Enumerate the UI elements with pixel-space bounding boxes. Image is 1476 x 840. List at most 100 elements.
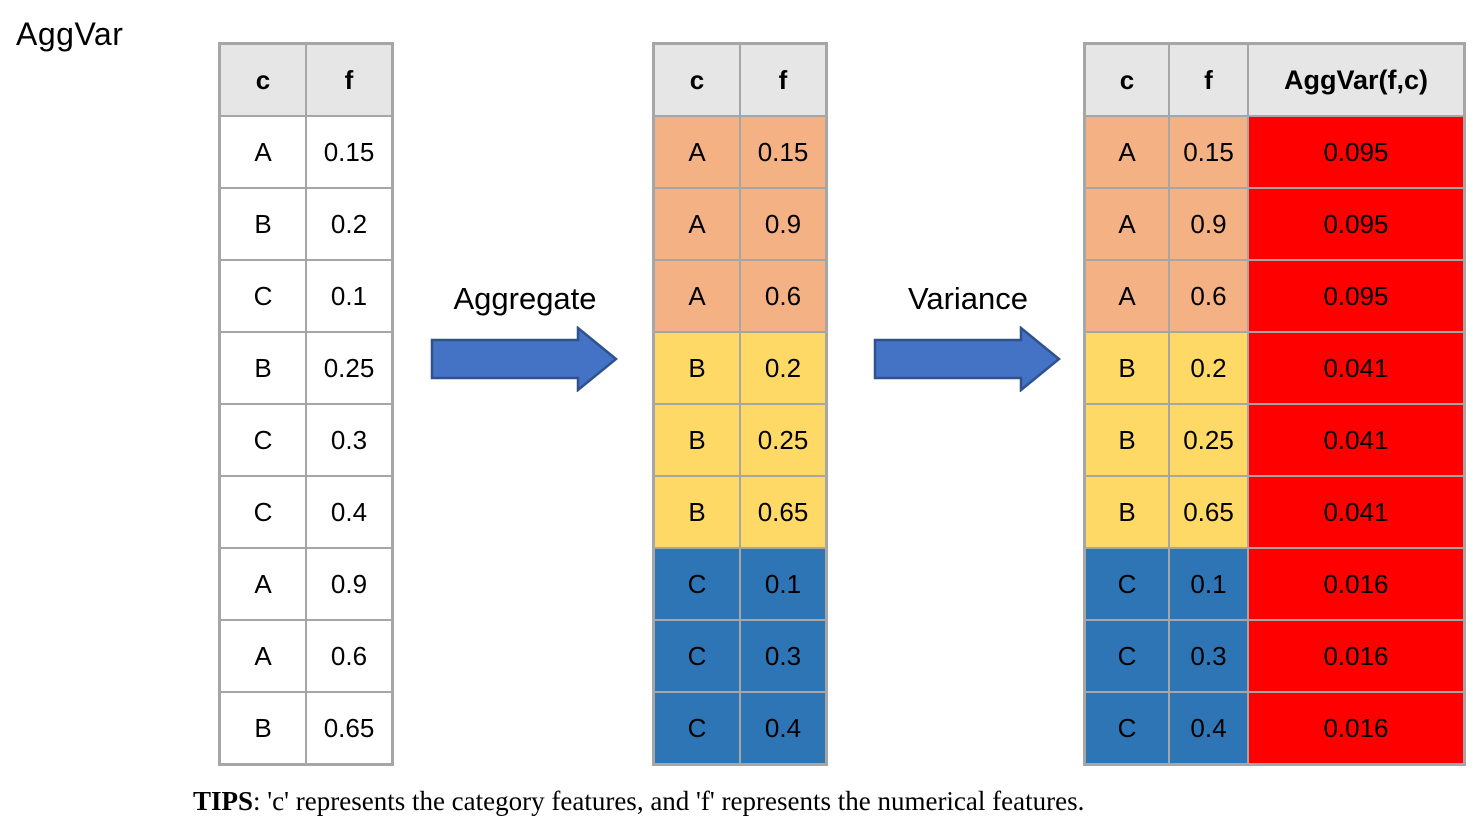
table-cell: 0.2 <box>740 332 826 404</box>
table-cell: 0.041 <box>1248 332 1464 404</box>
table-cell: C <box>1085 692 1169 764</box>
right-arrow-icon <box>430 326 618 392</box>
table-cell: B <box>1085 332 1169 404</box>
table-cell: 0.1 <box>740 548 826 620</box>
table-cell: 0.016 <box>1248 692 1464 764</box>
table-cell: 0.1 <box>1169 548 1248 620</box>
table-cell: A <box>220 548 306 620</box>
table-cell: C <box>220 404 306 476</box>
aggregate-step: Aggregate <box>430 281 620 392</box>
table-cell: B <box>220 692 306 764</box>
table-cell: 0.095 <box>1248 188 1464 260</box>
tips-text: : 'c' represents the category features, … <box>253 786 1085 816</box>
column-header: f <box>306 44 392 116</box>
right-arrow-icon <box>873 326 1061 392</box>
table-cell: B <box>220 332 306 404</box>
table-cell: 0.041 <box>1248 476 1464 548</box>
table-cell: B <box>654 404 740 476</box>
table-cell: A <box>654 188 740 260</box>
table-cell: B <box>654 332 740 404</box>
aggregate-label: Aggregate <box>453 281 597 316</box>
table-cell: 0.4 <box>306 476 392 548</box>
table-cell: 0.9 <box>740 188 826 260</box>
table-cell: C <box>654 620 740 692</box>
table-cell: 0.25 <box>1169 404 1248 476</box>
table-cell: 0.4 <box>1169 692 1248 764</box>
table-cell: A <box>220 620 306 692</box>
table-cell: C <box>1085 620 1169 692</box>
table-cell: 0.65 <box>1169 476 1248 548</box>
table-cell: A <box>654 260 740 332</box>
table-cell: 0.65 <box>306 692 392 764</box>
table-cell: C <box>654 692 740 764</box>
table-cell: 0.041 <box>1248 404 1464 476</box>
tips-note: TIPS: 'c' represents the category featur… <box>193 786 1084 817</box>
table-cell: A <box>1085 116 1169 188</box>
column-header: AggVar(f,c) <box>1248 44 1464 116</box>
table-cell: 0.15 <box>306 116 392 188</box>
table-cell: 0.3 <box>740 620 826 692</box>
table-cell: 0.095 <box>1248 116 1464 188</box>
table-cell: 0.6 <box>1169 260 1248 332</box>
diagram-title: AggVar <box>16 16 124 52</box>
variance-step: Variance <box>873 281 1063 392</box>
table-cell: 0.25 <box>740 404 826 476</box>
table-cell: 0.4 <box>740 692 826 764</box>
table-cell: A <box>220 116 306 188</box>
table-cell: B <box>220 188 306 260</box>
table-cell: C <box>654 548 740 620</box>
variance-label: Variance <box>907 281 1029 316</box>
table-cell: A <box>1085 260 1169 332</box>
table-cell: 0.65 <box>740 476 826 548</box>
table-cell: 0.1 <box>306 260 392 332</box>
column-header: c <box>654 44 740 116</box>
table-cell: 0.016 <box>1248 548 1464 620</box>
table-cell: A <box>654 116 740 188</box>
table-cell: 0.095 <box>1248 260 1464 332</box>
table-cell: 0.6 <box>740 260 826 332</box>
table-cell: C <box>1085 548 1169 620</box>
table-cell: B <box>1085 404 1169 476</box>
table-cell: 0.3 <box>1169 620 1248 692</box>
table-cell: 0.9 <box>306 548 392 620</box>
column-header: c <box>220 44 306 116</box>
table-cell: C <box>220 260 306 332</box>
table-cell: C <box>220 476 306 548</box>
table-cell: B <box>1085 476 1169 548</box>
table-cell: 0.15 <box>1169 116 1248 188</box>
table-cell: 0.3 <box>306 404 392 476</box>
column-header: f <box>1169 44 1248 116</box>
table-cell: 0.2 <box>1169 332 1248 404</box>
